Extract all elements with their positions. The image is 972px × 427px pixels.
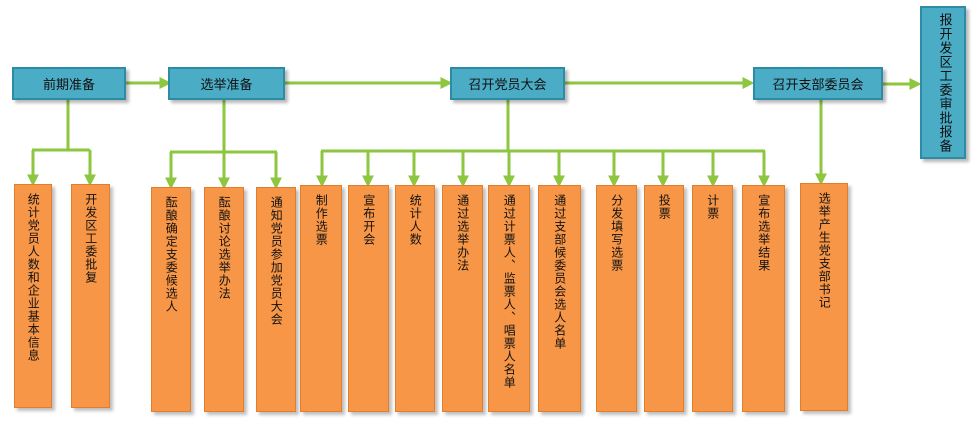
- task-discuss-method: 酝酿讨论选举办法: [204, 187, 244, 412]
- task-zone-approval: 开发区工委批复: [71, 184, 110, 408]
- stage-member-congress: 召开党员大会: [450, 67, 565, 100]
- task-elect-secretary: 选举产生党支部书记: [800, 183, 848, 411]
- stage-branch-committee-label: 召开支部委员会: [772, 78, 864, 93]
- task-notify-members: 通知党员参加党员大会: [256, 187, 296, 412]
- task-open-meeting: 宣布开会: [348, 185, 389, 412]
- task-tellers-list: 通过计票人、监票人、唱票人名单: [488, 185, 530, 412]
- task-candidate-list: 通过支部候委员会选人名单: [538, 185, 581, 412]
- task-distribute-ballots: 分发填写选票: [596, 185, 637, 412]
- task-vote: 投票: [644, 185, 684, 412]
- task-tally: 计票: [692, 185, 733, 412]
- task-adopt-method: 通过选举办法: [442, 185, 483, 412]
- task-announce-results: 宣布选举结果: [742, 185, 785, 412]
- stage-elect-prep-label: 选举准备: [200, 78, 253, 93]
- stage-report-label: 报开发区工委审批报备: [936, 12, 952, 153]
- stage-elect-prep: 选举准备: [168, 67, 285, 100]
- task-make-ballots: 制作选票: [300, 185, 342, 412]
- task-count-members: 统计党员人数和企业基本信息: [14, 184, 52, 408]
- stage-report: 报开发区工委审批报备: [920, 6, 966, 159]
- stage-branch-committee: 召开支部委员会: [753, 67, 883, 100]
- task-candidates: 酝酿确定支委候选人: [151, 187, 191, 412]
- task-count-attendance: 统计人数: [395, 185, 435, 412]
- stage-prep: 前期准备: [12, 67, 126, 100]
- stage-prep-label: 前期准备: [42, 78, 95, 93]
- stage-member-congress-label: 召开党员大会: [468, 78, 547, 93]
